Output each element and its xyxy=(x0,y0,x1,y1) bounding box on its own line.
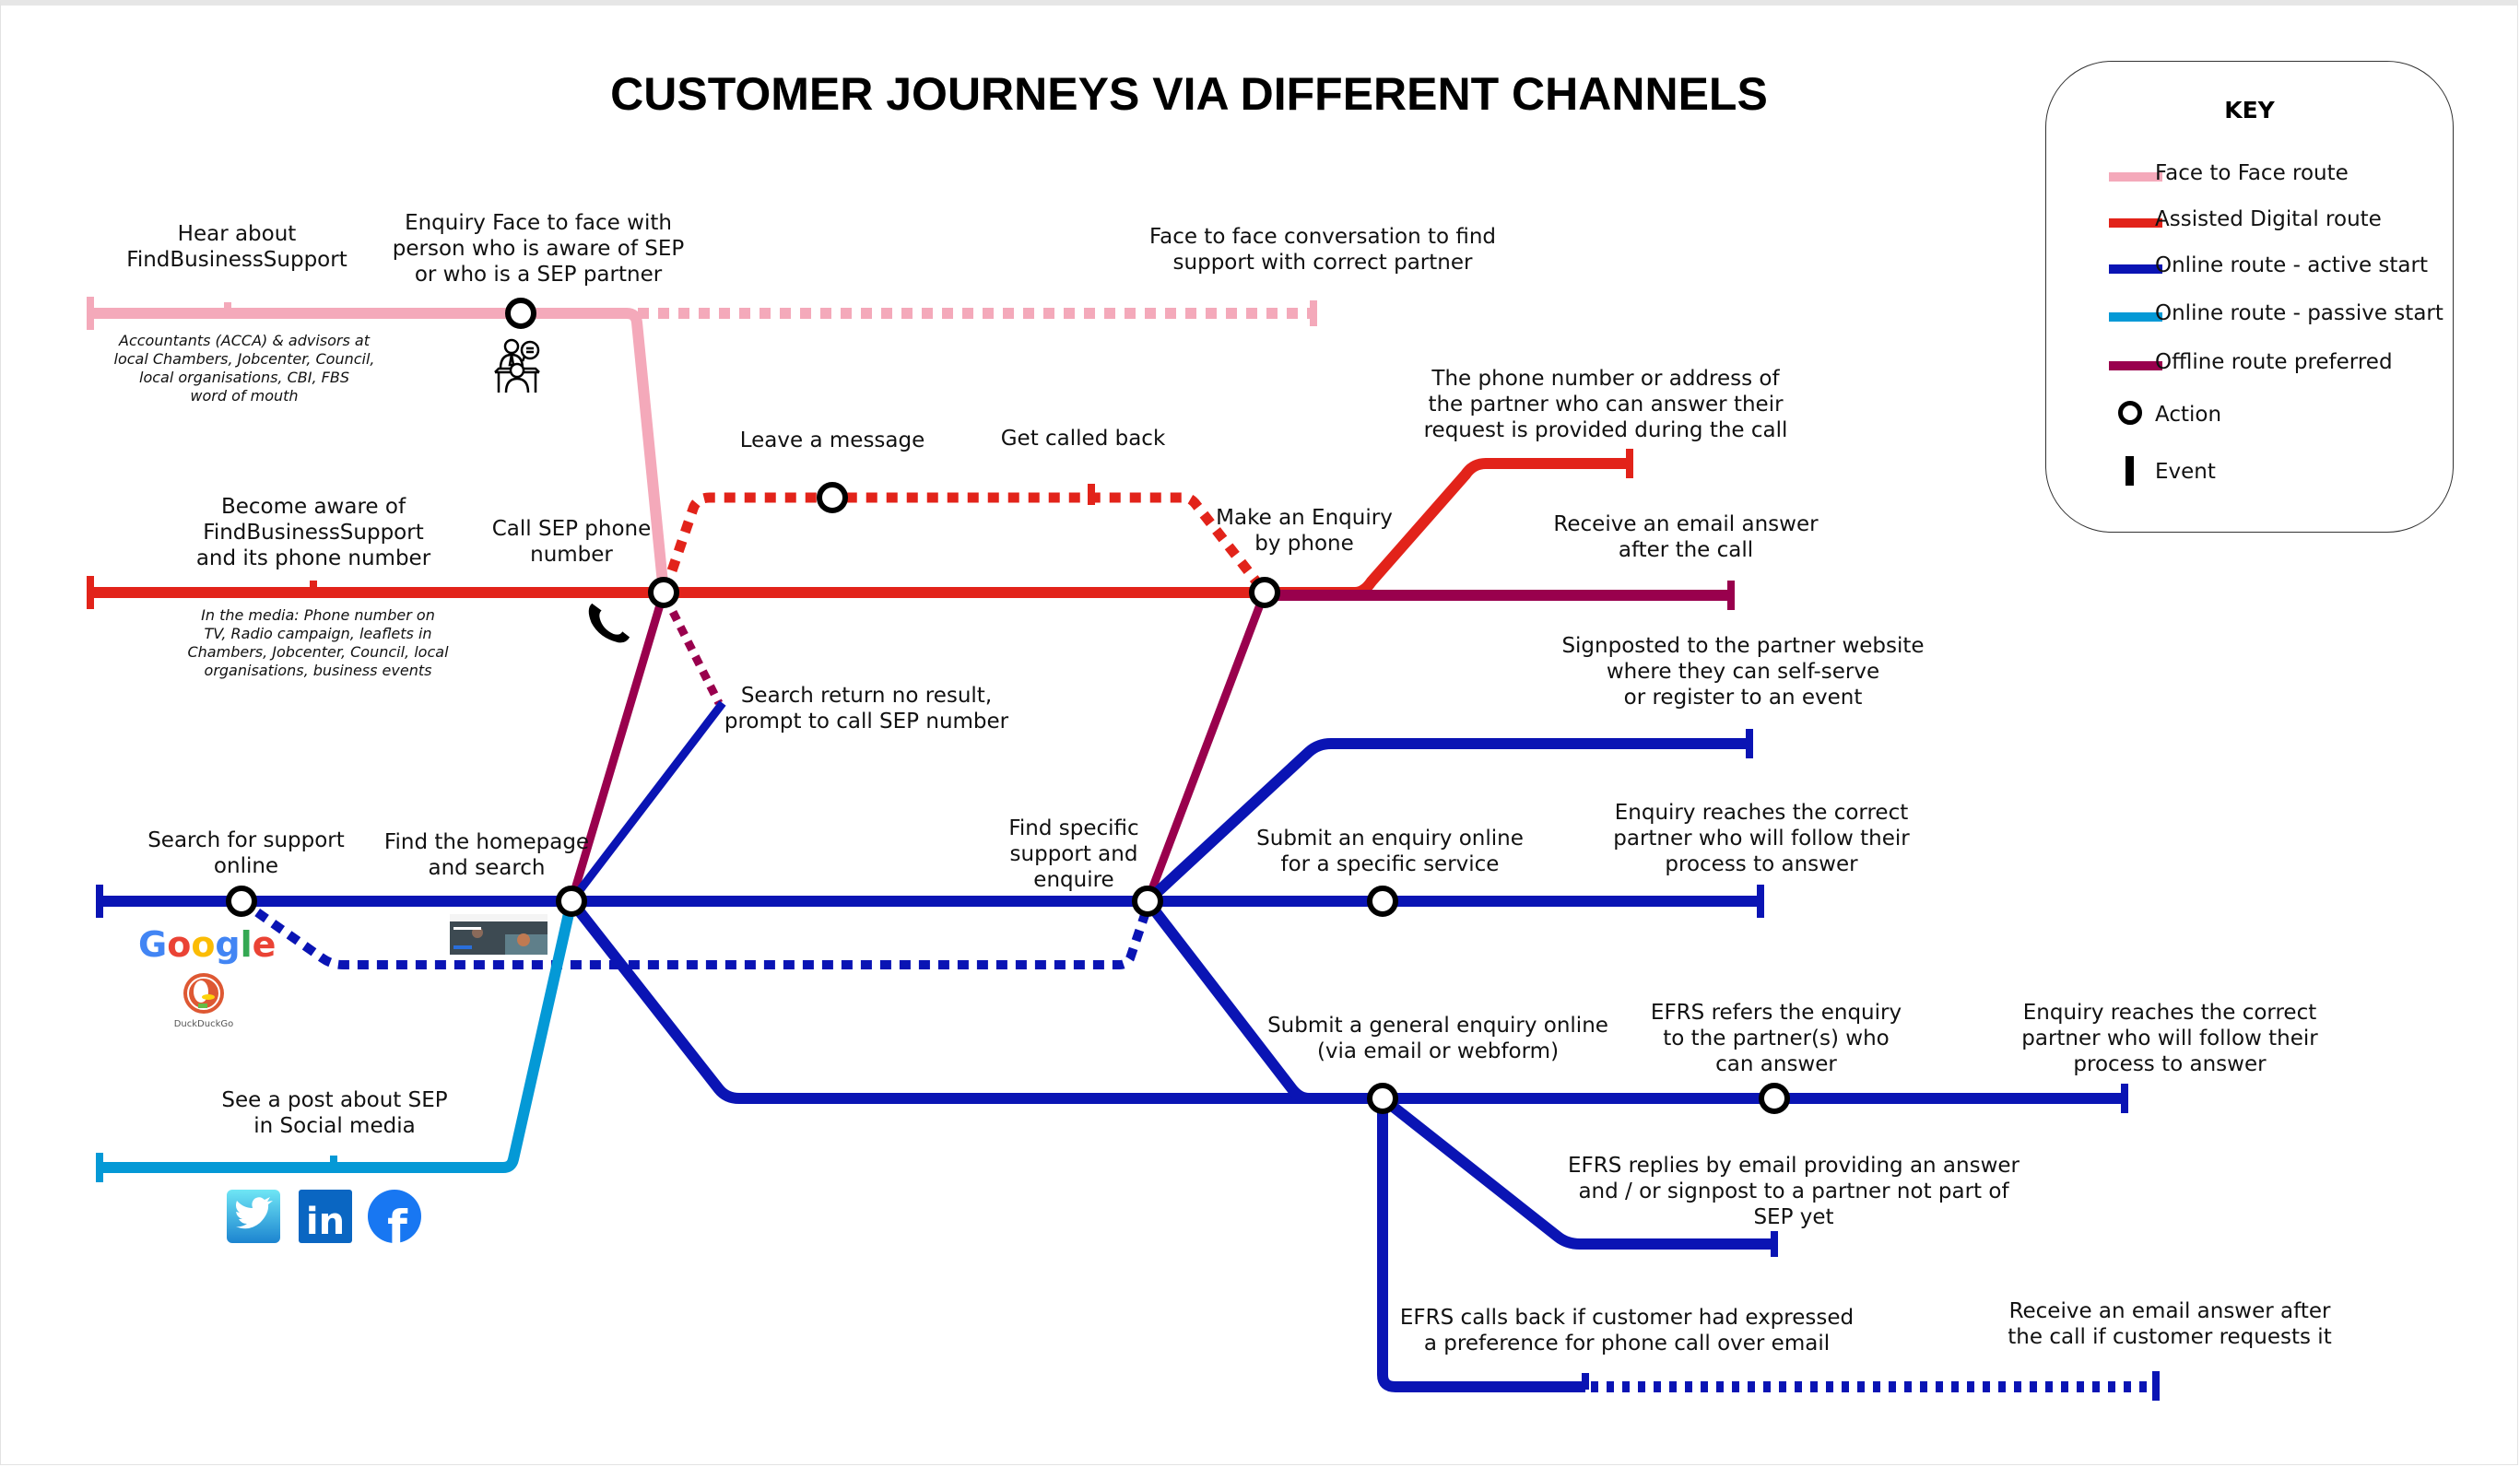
find-homepage-action xyxy=(556,886,587,917)
submit-specific-action xyxy=(1367,886,1398,917)
online-route-general-enquiry xyxy=(567,898,2123,1104)
event-bar-icon xyxy=(2126,456,2134,486)
label-find-homepage: Find the homepage and search xyxy=(383,830,590,880)
make-enquiry-phone-action xyxy=(1249,577,1280,608)
search-online-action xyxy=(226,886,257,917)
label-social-post: See a post about SEP in Social media xyxy=(221,1088,448,1138)
enquiry-f2f-action xyxy=(505,298,536,329)
legend-swatch-assisted-digital xyxy=(2109,218,2162,228)
label-hear-about: Hear about FindBusinessSupport xyxy=(126,222,347,272)
label-get-called-back: Get called back xyxy=(1000,427,1166,451)
label-find-specific: Find specific support and enquire xyxy=(1008,816,1139,892)
label-receive-email-after-call: Receive an email answer after the call xyxy=(1553,512,1819,562)
online-route-signposted xyxy=(1143,738,1748,906)
legend-label: Online route - passive start xyxy=(2155,301,2443,325)
homepage-screenshot-thumbnail xyxy=(450,914,548,955)
label-submit-general: Submit a general enquiry online (via ema… xyxy=(1267,1014,1608,1063)
online-route-dashed-direct xyxy=(239,897,1152,969)
assisted-digital-callback-dashed xyxy=(660,492,1267,593)
legend-title: KEY xyxy=(2224,97,2275,123)
face-to-face-meeting-icon xyxy=(494,338,540,393)
label-submit-specific: Submit an enquiry online for a specific … xyxy=(1256,827,1524,876)
twitter-icon xyxy=(227,1190,280,1243)
label-make-enquiry-phone: Make an Enquiry by phone xyxy=(1216,506,1393,556)
legend-label: Face to Face route xyxy=(2155,161,2349,185)
legend-item-assisted-digital: Assisted Digital route xyxy=(2046,204,2453,241)
duckduckgo-logo: DuckDuckGo xyxy=(174,973,234,1029)
label-enquiry-reaches-1: Enquiry reaches the correct partner who … xyxy=(1613,801,1910,876)
diagram-title: CUSTOMER JOURNEYS VIA DIFFERENT CHANNELS xyxy=(610,68,1768,120)
offline-route-specific-to-phone xyxy=(1143,591,1269,903)
legend-swatch-offline-preferred xyxy=(2109,361,2162,370)
legend-key: KEY Face to Face route Assisted Digital … xyxy=(2045,61,2454,533)
action-circle-icon xyxy=(2118,401,2142,425)
label-call-sep: Call SEP phone number xyxy=(491,517,652,567)
face-to-face-route xyxy=(88,308,669,593)
legend-item-online-active: Online route - active start xyxy=(2046,250,2453,287)
legend-label: Online route - active start xyxy=(2155,253,2428,277)
label-signposted: Signposted to the partner website where … xyxy=(1561,634,1925,710)
phone-icon xyxy=(588,603,630,643)
legend-item-face-to-face: Face to Face route xyxy=(2046,158,2453,194)
google-logo: Google xyxy=(138,924,276,965)
legend-item-event: Event xyxy=(2046,456,2453,493)
legend-swatch-online-passive xyxy=(2109,312,2162,322)
linkedin-icon: in xyxy=(299,1190,352,1243)
legend-label: Event xyxy=(2155,460,2216,484)
label-phone-details-provided: The phone number or address of the partn… xyxy=(1423,367,1788,442)
label-enquiry-reaches-2: Enquiry reaches the correct partner who … xyxy=(2021,1001,2318,1076)
svg-text:DuckDuckGo: DuckDuckGo xyxy=(174,1019,234,1029)
leave-message-action xyxy=(817,482,848,513)
note-f2f-sources: Accountants (ACCA) & advisors at local C… xyxy=(113,332,375,405)
legend-item-online-passive: Online route - passive start xyxy=(2046,298,2453,334)
legend-label: Action xyxy=(2155,403,2222,427)
label-search-online: Search for support online xyxy=(147,828,345,878)
label-f2f-conversation: Face to face conversation to find suppor… xyxy=(1148,225,1497,275)
find-specific-action xyxy=(1132,886,1163,917)
facebook-icon: f xyxy=(368,1190,421,1254)
legend-item-action: Action xyxy=(2046,399,2453,436)
call-sep-action xyxy=(648,577,679,608)
online-route-specific-to-general xyxy=(1143,898,1310,1104)
efrs-refers-action xyxy=(1759,1083,1790,1114)
note-media-sources: In the media: Phone number on TV, Radio … xyxy=(187,606,449,679)
svg-text:f: f xyxy=(387,1201,408,1254)
submit-general-action xyxy=(1367,1083,1398,1114)
label-efrs-calls-back: EFRS calls back if customer had expresse… xyxy=(1399,1306,1855,1356)
online-route-efrs-calls-back xyxy=(1377,1098,1585,1392)
svg-text:in: in xyxy=(306,1201,345,1243)
legend-swatch-face-to-face xyxy=(2109,172,2162,182)
online-route-no-result xyxy=(568,700,726,904)
legend-swatch-online-active xyxy=(2109,264,2162,274)
svg-text:Google: Google xyxy=(138,924,276,965)
legend-item-offline-preferred: Offline route preferred xyxy=(2046,346,2453,383)
label-leave-message: Leave a message xyxy=(739,428,925,452)
offline-route-no-result-dashed xyxy=(661,594,724,706)
offline-route-homepage-to-call xyxy=(567,591,668,903)
label-search-no-result: Search return no result, prompt to call … xyxy=(724,684,1009,734)
label-efrs-replies: EFRS replies by email providing an answe… xyxy=(1568,1154,2020,1229)
label-enquiry-f2f: Enquiry Face to face with person who is … xyxy=(392,211,685,287)
legend-label: Assisted Digital route xyxy=(2155,207,2382,231)
label-efrs-refers: EFRS refers the enquiry to the partner(s… xyxy=(1650,1001,1902,1076)
online-route-efrs-replies xyxy=(1379,1094,1774,1250)
legend-label: Offline route preferred xyxy=(2155,350,2393,374)
label-receive-email-if-requested: Receive an email answer after the call i… xyxy=(2008,1299,2332,1349)
label-become-aware: Become aware of FindBusinessSupport and … xyxy=(195,495,431,570)
online-passive-route xyxy=(98,899,577,1173)
